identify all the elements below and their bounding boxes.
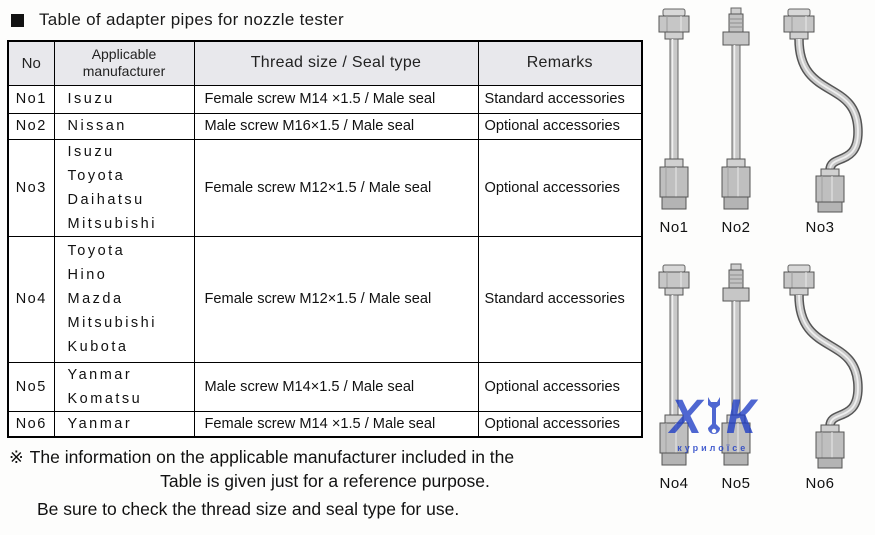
- row-manufacturers: Isuzu Toyota Daihatsu Mitsubishi: [53, 138, 195, 237]
- table-row: No6 Yanmar Female screw M14 ×1.5 / Male …: [7, 410, 643, 438]
- header-manufacturer: Applicable manufacturer: [53, 40, 195, 86]
- pipe-caption: No1: [659, 219, 689, 236]
- manufacturer-name: Yanmar: [67, 415, 133, 432]
- pipe-caption: No6: [805, 475, 835, 492]
- row-thread: Female screw M14 ×1.5 / Male seal: [193, 84, 479, 114]
- pipe-group-top: No1 No2: [646, 6, 870, 236]
- row-remarks: Optional accessories: [477, 138, 643, 237]
- row-manufacturers: Yanmar Komatsu: [53, 361, 195, 412]
- note-reference-line1: ※The information on the applicable manuf…: [7, 447, 643, 468]
- manufacturer-name: Mazda: [67, 291, 124, 307]
- row-remarks: Optional accessories: [477, 112, 643, 140]
- row-no: No6: [7, 410, 55, 438]
- manufacturer-name: Komatsu: [67, 390, 143, 407]
- pipe-caption: No3: [805, 219, 835, 236]
- adapter-pipes-table: No Applicable manufacturer Thread size /…: [7, 40, 643, 438]
- reference-mark: ※: [9, 447, 24, 467]
- row-manufacturers: Nissan: [53, 112, 195, 140]
- pipe-caption: No5: [721, 475, 751, 492]
- row-remarks: Optional accessories: [477, 410, 643, 438]
- manufacturer-name: Kubota: [67, 339, 129, 355]
- footnotes: ※The information on the applicable manuf…: [7, 447, 643, 520]
- row-no: No2: [7, 112, 55, 140]
- bullet-square-icon: [11, 13, 24, 27]
- row-remarks: Standard accessories: [477, 84, 643, 114]
- row-no: No1: [7, 84, 55, 114]
- page-title-text: Table of adapter pipes for nozzle tester: [39, 10, 344, 29]
- table-row: No1 Isuzu Female screw M14 ×1.5 / Male s…: [7, 84, 643, 114]
- table-row: No4 Toyota Hino Mazda Mitsubishi Kubota …: [7, 235, 643, 363]
- row-manufacturers: Toyota Hino Mazda Mitsubishi Kubota: [53, 235, 195, 363]
- note-check-thread: Be sure to check the thread size and sea…: [37, 499, 460, 519]
- page-title: Table of adapter pipes for nozzle tester: [11, 10, 643, 30]
- manufacturer-name: Isuzu: [67, 91, 115, 107]
- table-row: No3 Isuzu Toyota Daihatsu Mitsubishi Fem…: [7, 138, 643, 237]
- manufacturer-name: Mitsubishi: [67, 215, 157, 232]
- pipe-group-bottom: No4 No5: [646, 262, 870, 492]
- header-remarks: Remarks: [477, 40, 643, 86]
- row-no: No3: [7, 138, 55, 237]
- curved-pipe-icon: [783, 264, 863, 469]
- manufacturer-name: Nissan: [67, 118, 127, 134]
- pipe-caption: No4: [659, 475, 689, 492]
- row-no: No4: [7, 235, 55, 363]
- manufacturer-name: Daihatsu: [67, 191, 145, 208]
- curved-pipe-icon: [783, 8, 863, 213]
- row-thread: Male screw M14×1.5 / Male seal: [193, 361, 479, 412]
- row-manufacturers: Isuzu: [53, 84, 195, 114]
- straight-pipe-threaded-icon: [721, 7, 751, 210]
- pipe-figure-no5: No5: [708, 262, 764, 492]
- manufacturer-name: Yanmar: [67, 366, 133, 383]
- pipe-caption: No2: [721, 219, 751, 236]
- table-header-row: No Applicable manufacturer Thread size /…: [7, 40, 643, 86]
- table-row: No5 Yanmar Komatsu Male screw M14×1.5 / …: [7, 361, 643, 412]
- straight-pipe-threaded-icon: [721, 263, 751, 466]
- header-no: No: [7, 40, 55, 86]
- header-thread-size: Thread size / Seal type: [193, 40, 479, 86]
- manufacturer-name: Hino: [67, 267, 108, 283]
- note-reference-line2: Table is given just for a reference purp…: [160, 471, 490, 491]
- pipe-figure-no1: No1: [646, 6, 702, 236]
- row-thread: Female screw M12×1.5 / Male seal: [193, 138, 479, 237]
- row-thread: Male screw M16×1.5 / Male seal: [193, 112, 479, 140]
- manufacturer-name: Isuzu: [67, 143, 115, 160]
- straight-pipe-icon: [658, 264, 690, 466]
- manufacturer-name: Toyota: [67, 167, 126, 184]
- row-remarks: Standard accessories: [477, 235, 643, 363]
- pipe-figure-no2: No2: [708, 6, 764, 236]
- row-manufacturers: Yanmar: [53, 410, 195, 438]
- row-no: No5: [7, 361, 55, 412]
- row-thread: Female screw M14 ×1.5 / Male seal: [193, 410, 479, 438]
- manufacturer-name: Toyota: [67, 243, 126, 259]
- pipe-figure-no6: No6: [770, 262, 870, 492]
- manufacturer-name: Mitsubishi: [67, 315, 157, 331]
- pipe-figure-no4: No4: [646, 262, 702, 492]
- straight-pipe-icon: [658, 8, 690, 210]
- content-column: Table of adapter pipes for nozzle tester…: [7, 8, 643, 520]
- row-thread: Female screw M12×1.5 / Male seal: [193, 235, 479, 363]
- row-remarks: Optional accessories: [477, 361, 643, 412]
- pipe-figure-no3: No3: [770, 6, 870, 236]
- note-text: The information on the applicable manufa…: [29, 447, 515, 467]
- table-row: No2 Nissan Male screw M16×1.5 / Male sea…: [7, 112, 643, 140]
